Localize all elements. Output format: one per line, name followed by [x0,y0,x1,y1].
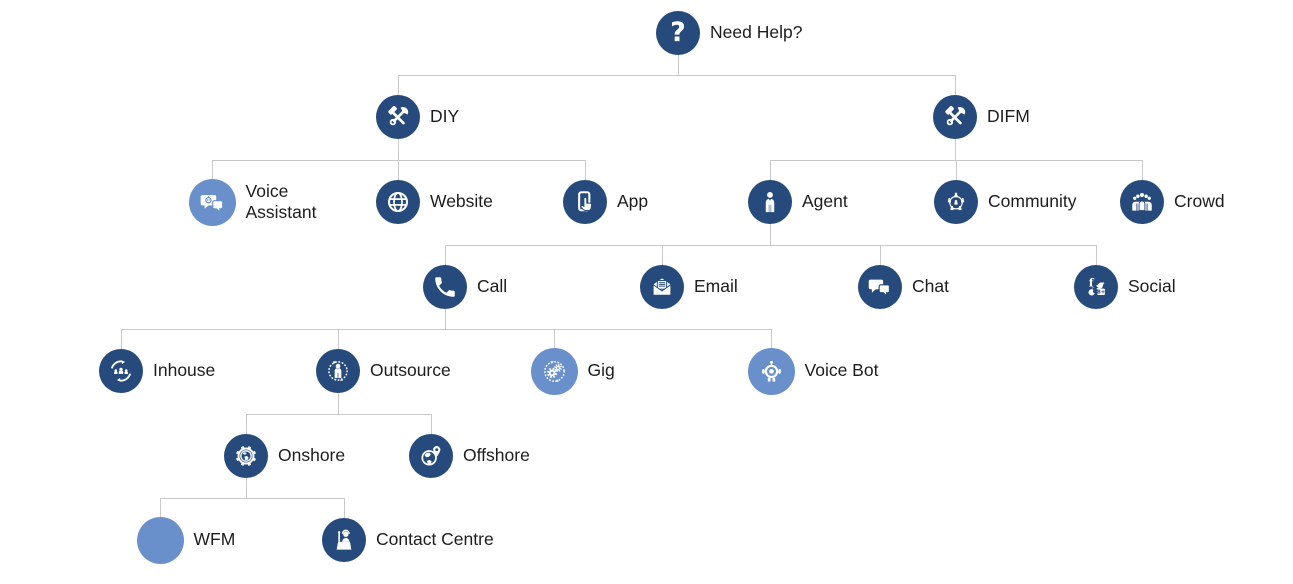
connector-line [246,414,431,415]
phone-icon [423,265,467,309]
node-label-difm: DIFM [987,106,1030,127]
email-icon [640,265,684,309]
globe-icon [376,180,420,224]
connector-line [121,329,122,349]
connector-line [338,329,339,349]
connector-line [678,55,679,75]
connector-line [1096,245,1097,265]
contact-centre-icon [322,518,366,562]
connector-line [398,139,399,160]
community-icon [934,180,978,224]
node-difm: DIFM [933,95,1030,139]
gig-icon [530,347,578,395]
node-label-app: App [617,191,649,212]
node-outsource: Outsource [316,349,451,393]
node-need-help: ? Need Help? [656,11,802,55]
node-label-outsource: Outsource [370,360,451,381]
node-label-website: Website [430,191,493,212]
node-label-social: Social [1128,276,1176,297]
connector-line [246,478,247,498]
connector-line [445,309,446,329]
node-label-wfm: WFM [193,529,236,550]
node-label-contact-centre: Contact Centre [376,529,494,550]
inhouse-icon [99,349,143,393]
globe-pin-icon [409,434,453,478]
plain-circle [136,516,184,564]
node-website: Website [376,180,493,224]
connector-line [955,139,956,160]
connector-line [770,224,771,245]
crowd-icon [1120,180,1164,224]
node-label-onshore: Onshore [278,445,346,466]
connector-line [445,245,1096,246]
node-label-offshore: Offshore [463,445,530,466]
connector-line [398,160,399,180]
node-gig: Gig [530,347,615,395]
node-label-inhouse: Inhouse [153,360,216,381]
connector-line [662,245,663,265]
connector-line [956,160,957,180]
node-onshore: Onshore [224,434,345,478]
social-icon: f 8+ [1074,265,1118,309]
node-community: Community [934,180,1077,224]
question-icon: ? [656,11,700,55]
connector-line [554,329,555,348]
node-label-diy: DIY [430,106,460,127]
connector-line [398,75,399,95]
node-voice-assistant: Voice Assistant [188,178,332,226]
connector-line [445,245,446,265]
connector-line [160,498,344,499]
connector-line [1142,160,1143,180]
connector-line [770,160,771,180]
connector-line [431,414,432,434]
gear-globe-icon [224,434,268,478]
node-voice-bot: Voice Bot [747,347,879,395]
node-label-agent: Agent [802,191,848,212]
connector-line [955,75,956,95]
tools-icon [376,95,420,139]
voice-assistant-icon [188,178,236,226]
node-contact-centre: Contact Centre [322,518,494,562]
svg-text:8+: 8+ [1097,290,1105,296]
person-icon [748,180,792,224]
svg-text:f: f [1089,275,1095,289]
node-call: Call [423,265,507,309]
connector-line [771,329,772,348]
node-diy: DIY [376,95,459,139]
connector-line [121,329,771,330]
connector-line [880,245,881,265]
node-label-voice-bot: Voice Bot [804,360,879,381]
tools-icon [933,95,977,139]
node-offshore: Offshore [409,434,530,478]
connector-line [398,75,955,76]
node-label-voice-assistant: Voice Assistant [245,180,317,222]
connector-line [246,414,247,434]
node-label-gig: Gig [587,360,615,381]
node-label-need-help: Need Help? [710,22,803,43]
robot-icon [747,347,795,395]
node-label-crowd: Crowd [1174,191,1225,212]
node-label-chat: Chat [912,276,949,297]
node-social: f 8+ Social [1074,265,1176,309]
node-wfm: WFM [136,516,236,564]
outsource-icon [316,349,360,393]
connector-line [212,160,213,179]
node-label-email: Email [694,276,738,297]
chat-icon [858,265,902,309]
connector-line [344,498,345,518]
connector-line [160,498,161,517]
node-email: Email [640,265,738,309]
question-mark-glyph: ? [670,16,686,48]
node-inhouse: Inhouse [99,349,215,393]
node-label-community: Community [988,191,1077,212]
node-agent: Agent [748,180,848,224]
connector-line [585,160,586,180]
connector-line [338,393,339,414]
node-label-call: Call [477,276,508,297]
node-crowd: Crowd [1120,180,1225,224]
node-chat: Chat [858,265,949,309]
mobile-app-icon [563,180,607,224]
node-app: App [563,180,648,224]
